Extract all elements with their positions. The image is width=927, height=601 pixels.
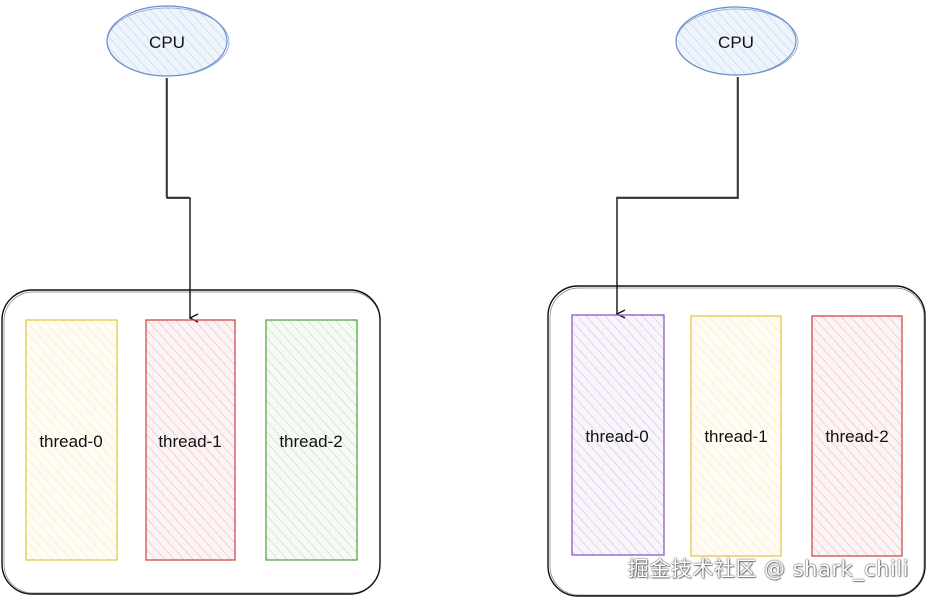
thread-rect (25, 319, 118, 561)
thread-box: thread-1 (690, 315, 782, 557)
cpu-node: CPU (106, 5, 230, 77)
thread-box: thread-2 (265, 319, 358, 561)
thread-rect (690, 315, 782, 557)
container-sketch-outline (3, 291, 381, 594)
arrow-sketch-line (165, 78, 189, 198)
thread-rect (811, 315, 903, 557)
thread-label: thread-1 (704, 427, 767, 446)
thread-rect (571, 314, 665, 556)
thread-rect (265, 319, 358, 561)
thread-box: thread-2 (811, 315, 903, 557)
thread-label: thread-0 (39, 432, 102, 451)
container-sketch-outline (549, 287, 925, 596)
arrow-sketch-line (616, 77, 738, 198)
thread-pool-container (547, 285, 926, 597)
thread-rect (145, 319, 236, 561)
cpu-label: CPU (149, 33, 185, 52)
thread-box: thread-1 (145, 319, 236, 561)
cpu-label: CPU (718, 33, 754, 52)
thread-label: thread-1 (158, 432, 221, 451)
thread-label: thread-2 (825, 427, 888, 446)
watermark: 掘金技术社区 @ shark_chili (627, 557, 909, 581)
cpu-ellipse-outline (106, 7, 230, 77)
thread-label: thread-2 (279, 432, 342, 451)
thread-box: thread-0 (571, 314, 665, 556)
cpu-to-thread-arrow (617, 77, 739, 314)
thread-box: thread-0 (25, 319, 118, 561)
cpu-to-thread-arrow (166, 78, 190, 318)
thread-label: thread-0 (585, 427, 648, 446)
cpu-ellipse-outline (675, 8, 799, 76)
cpu-node: CPU (675, 6, 799, 76)
panel-right: CPU thread-0 thread-1 thread-2 (547, 6, 926, 597)
panel-left: CPU thread-0 thread-1 thread-2 (1, 5, 381, 595)
